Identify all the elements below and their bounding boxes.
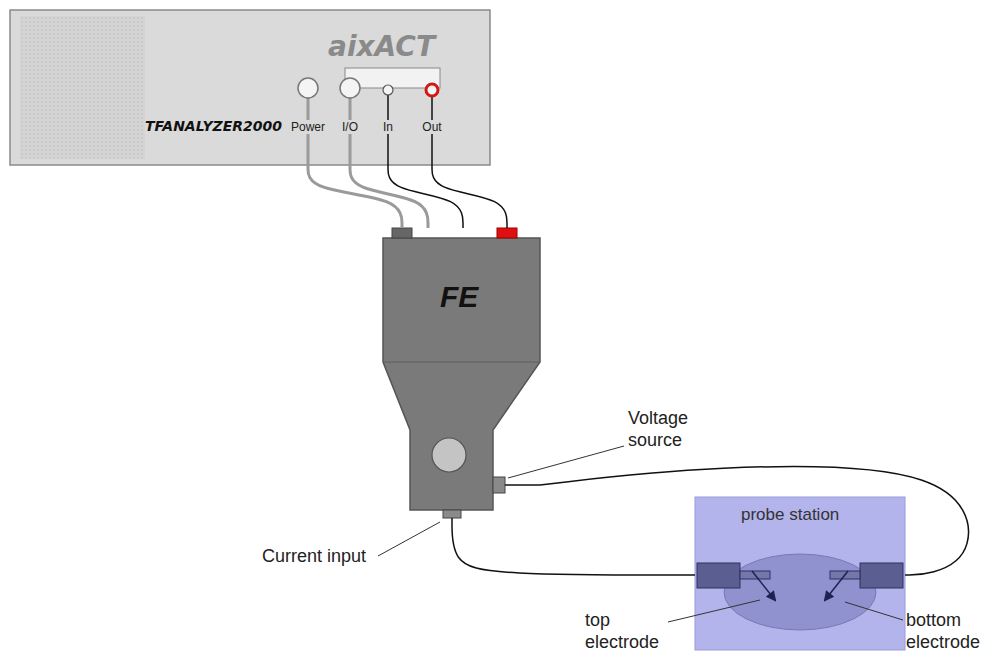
probe-holder: [860, 563, 903, 588]
out-socket: [426, 84, 438, 96]
probe-station-box: probe station: [695, 497, 905, 650]
leader-line: [668, 600, 760, 622]
fe-dial: [432, 438, 466, 472]
instrument-housing: [10, 10, 490, 165]
callout-label: top electrode: [585, 610, 670, 653]
amplifier-box: FE: [383, 228, 540, 518]
wafer-chuck: [724, 554, 876, 630]
cable: [388, 165, 463, 228]
instrument-box: aixACT TFANALYZER2000: [10, 10, 490, 165]
socket-label: In: [381, 120, 395, 134]
probe-needle: [752, 571, 775, 600]
callout-label: Current input: [262, 546, 372, 568]
fe-housing: [383, 238, 540, 510]
vent-grille: [20, 16, 145, 159]
cable: [432, 165, 507, 228]
socket-label: Power: [289, 120, 327, 134]
fe-red-connector: [497, 228, 517, 238]
probe-holder: [697, 563, 740, 588]
callout-label: Voltage source: [628, 408, 713, 451]
brand-logo: aixACT: [328, 30, 435, 63]
io-socket: [340, 78, 360, 98]
housing-seam: [383, 362, 540, 363]
power-socket: [298, 78, 318, 98]
leader-line: [845, 602, 903, 620]
model-name: TFANALYZER2000: [145, 118, 282, 134]
voltage-source-connector: [493, 477, 505, 493]
leader-line: [508, 446, 624, 478]
in-socket: [383, 85, 393, 95]
callout-label: bottom electrode: [906, 610, 996, 653]
cable-stub: [505, 484, 540, 486]
probe-station-ground: [695, 497, 905, 650]
leader-line: [378, 522, 440, 556]
cable: [540, 467, 968, 575]
station-name: probe station: [741, 505, 839, 525]
current-input-connector: [443, 510, 461, 518]
probe-needle: [825, 571, 848, 600]
socket-label: I/O: [340, 120, 360, 134]
cable: [452, 518, 695, 575]
fe-top-connector: [392, 228, 412, 238]
device-name: FE: [440, 280, 478, 314]
socket-label: Out: [420, 120, 443, 134]
